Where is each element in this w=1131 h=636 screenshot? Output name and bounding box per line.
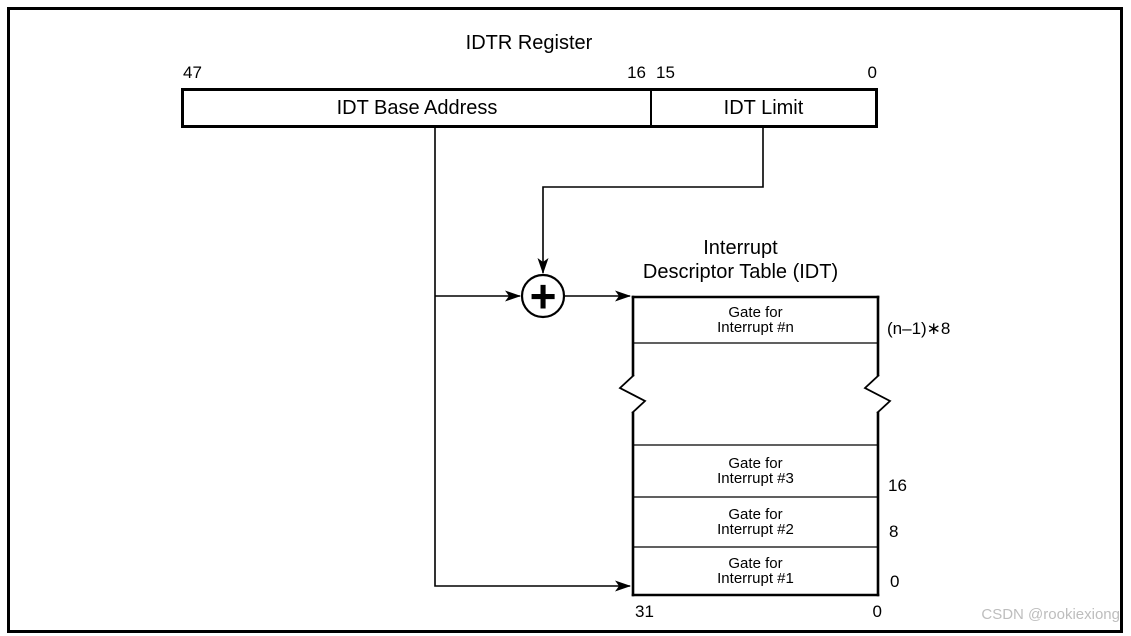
idt-row-line2: Interrupt #2 [717, 521, 794, 538]
idt-limit-label: IDT Limit [723, 96, 804, 119]
offset-label-8: 8 [889, 522, 899, 541]
idt-row-line1: Gate for [728, 505, 783, 523]
limit-to-adder-line [537, 128, 764, 274]
offset-label-16: 16 [888, 476, 907, 495]
idt-row-gate-1: Gate for Interrupt #1 [633, 547, 878, 595]
idt-base-address-label: IDT Base Address [336, 96, 498, 119]
idt-title: Interrupt Descriptor Table (IDT) [618, 236, 863, 284]
idt-row-dividers [633, 342, 878, 548]
idt-title-line1: Interrupt [703, 237, 778, 259]
bit-label-16: 16 [627, 63, 646, 82]
bit-label-31-bottom: 31 [635, 602, 654, 621]
idt-row-line1: Gate for [728, 303, 783, 321]
base-address-to-table-line [434, 128, 631, 592]
idt-row-gate-2: Gate for Interrupt #2 [633, 497, 878, 547]
idt-base-address-field: IDT Base Address [184, 91, 652, 125]
bit-label-0-bottom: 0 [872, 602, 882, 621]
idt-row-line1: Gate for [728, 454, 783, 472]
idt-row-line2: Interrupt #n [717, 319, 794, 336]
idtr-title: IDTR Register [465, 32, 593, 54]
offset-label-n: (n–1)∗8 [887, 319, 951, 338]
table-break-zigzag-icon [618, 374, 892, 414]
idt-limit-field: IDT Limit [652, 91, 875, 125]
idt-row-gate-3: Gate for Interrupt #3 [633, 445, 878, 497]
idt-title-line2: Descriptor Table (IDT) [642, 261, 839, 283]
idt-row-line2: Interrupt #1 [717, 570, 794, 587]
offset-label-0: 0 [890, 572, 900, 591]
watermark-text: CSDN @rookiexiong [981, 606, 1120, 623]
bit-label-47: 47 [183, 63, 202, 82]
bit-label-15: 15 [656, 63, 675, 82]
adder-circle-icon [520, 273, 566, 319]
adder-plus-icon: + [529, 270, 557, 322]
idt-row-line2: Interrupt #3 [717, 470, 794, 487]
idt-row-gate-n: Gate for Interrupt #n [633, 297, 878, 343]
idt-row-line1: Gate for [728, 554, 783, 572]
idt-table-border [631, 295, 880, 597]
idtr-register-box: IDT Base Address IDT Limit [181, 88, 878, 128]
bit-label-0: 0 [867, 63, 877, 82]
